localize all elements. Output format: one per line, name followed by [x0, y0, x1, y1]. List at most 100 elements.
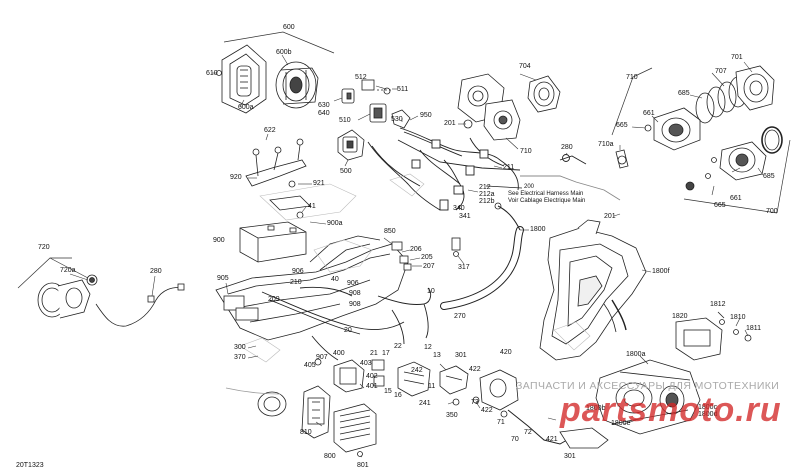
part-label: 512	[355, 74, 367, 81]
part-label: 280	[561, 144, 573, 151]
part-label: 340	[453, 205, 465, 212]
part-label: 600a	[238, 104, 254, 111]
bracket-920	[245, 138, 307, 188]
part-label: 400	[333, 350, 345, 357]
part-label: 665	[714, 202, 726, 209]
part-label: 500	[340, 168, 352, 175]
part-label: 530	[391, 116, 403, 123]
connector-cluster-510	[341, 79, 411, 129]
connectors-206	[391, 237, 461, 271]
part-label: 210	[290, 279, 302, 286]
part-label: 906	[347, 280, 359, 287]
speed-sensor-420	[452, 369, 609, 449]
hoses-270-1800	[440, 202, 524, 310]
part-label: 1800b	[586, 405, 606, 412]
part-label: 710	[520, 148, 532, 155]
part-label: 403	[360, 360, 372, 367]
part-label: 700	[766, 208, 778, 215]
part-label: 1800f	[652, 268, 670, 275]
part-label: 72	[524, 429, 532, 436]
part-label: 73	[471, 399, 479, 406]
part-label: 300	[234, 344, 246, 351]
part-label: 1820	[672, 313, 688, 320]
part-label: 707	[715, 68, 727, 75]
part-label: 1810	[730, 314, 746, 321]
headlamp-lower-left	[225, 387, 287, 417]
part-label: 241	[419, 400, 431, 407]
leader-lines	[69, 54, 764, 458]
frame-1800f	[539, 219, 647, 361]
part-label: 600	[283, 24, 295, 31]
part-label: 405	[304, 362, 316, 369]
part-label: 242	[411, 367, 423, 374]
part-label: 900	[213, 237, 225, 244]
part-label: 206	[410, 246, 422, 253]
part-label: 920	[230, 174, 242, 181]
harness-note-line1: See Electrical Harness Main	[508, 191, 584, 197]
ecu-500	[337, 129, 365, 161]
part-label: 71	[497, 419, 505, 426]
part-label: 921	[313, 180, 325, 187]
part-label: 22	[394, 343, 402, 350]
part-label: 422	[481, 407, 493, 414]
battery-900	[239, 195, 311, 263]
part-label: 661	[730, 195, 742, 202]
part-label: 13	[433, 352, 441, 359]
part-label: 11	[428, 383, 436, 390]
part-label: 720a	[60, 267, 76, 274]
part-label: 1812	[710, 301, 726, 308]
part-label: 16	[394, 392, 402, 399]
part-label: 280	[150, 268, 162, 275]
part-label: 12	[424, 344, 432, 351]
regulator-400	[314, 358, 385, 393]
part-label: 209	[268, 296, 280, 303]
part-label: 950	[420, 112, 432, 119]
part-label: 800	[324, 453, 336, 460]
part-label: 630	[318, 102, 330, 109]
part-label: 20	[344, 327, 352, 334]
part-label: 422	[469, 366, 481, 373]
part-label: 701	[731, 54, 743, 61]
part-label: 70	[511, 436, 519, 443]
part-label: 370	[234, 354, 246, 361]
part-label: 906	[292, 268, 304, 275]
part-label: 301	[564, 453, 576, 460]
part-label: 510	[339, 117, 351, 124]
part-label: 685	[763, 173, 775, 180]
part-label: 704	[519, 63, 531, 70]
watermark-logo: partsmoto.ru	[560, 391, 782, 429]
part-label: 207	[423, 263, 435, 270]
part-label: 270	[454, 313, 466, 320]
part-label: 420	[500, 349, 512, 356]
part-label: 600b	[276, 49, 292, 56]
headlight-housing-600	[216, 44, 267, 114]
harness-note-line2: Voir Cablage Electrique Main	[508, 198, 586, 204]
part-label: 900a	[327, 220, 343, 227]
harness-note-number: 200	[524, 184, 535, 190]
part-label: 205	[421, 254, 433, 261]
throttle-body-assembly	[457, 73, 561, 141]
part-label: 640	[318, 110, 330, 117]
battery-tray-905	[215, 235, 409, 341]
watermark-text: ЗАПЧАСТИ И АКСЕССУАРЫ ДЛЯ МОТОТЕХНИКИ	[516, 380, 780, 392]
part-label: 685	[678, 90, 690, 97]
part-label: 421	[546, 436, 558, 443]
part-label: 341	[459, 213, 471, 220]
part-label: 665	[616, 122, 628, 129]
part-label: 1800c	[698, 404, 718, 411]
bracket-1820	[675, 311, 752, 361]
part-label: 710a	[598, 141, 614, 148]
part-label: 610	[206, 70, 218, 77]
part-label: 15	[384, 388, 392, 395]
part-label: 212	[479, 184, 491, 191]
part-label: 350	[446, 412, 458, 419]
part-label: 201	[604, 213, 616, 220]
relay-cluster-242	[397, 361, 469, 397]
main-wiring-harness	[367, 127, 621, 211]
part-label: 212a	[479, 191, 495, 198]
part-label: 10	[427, 288, 435, 295]
headlight-lamp-600b	[275, 61, 319, 109]
wire-280	[95, 283, 185, 327]
drive-assembly-710	[615, 65, 775, 169]
